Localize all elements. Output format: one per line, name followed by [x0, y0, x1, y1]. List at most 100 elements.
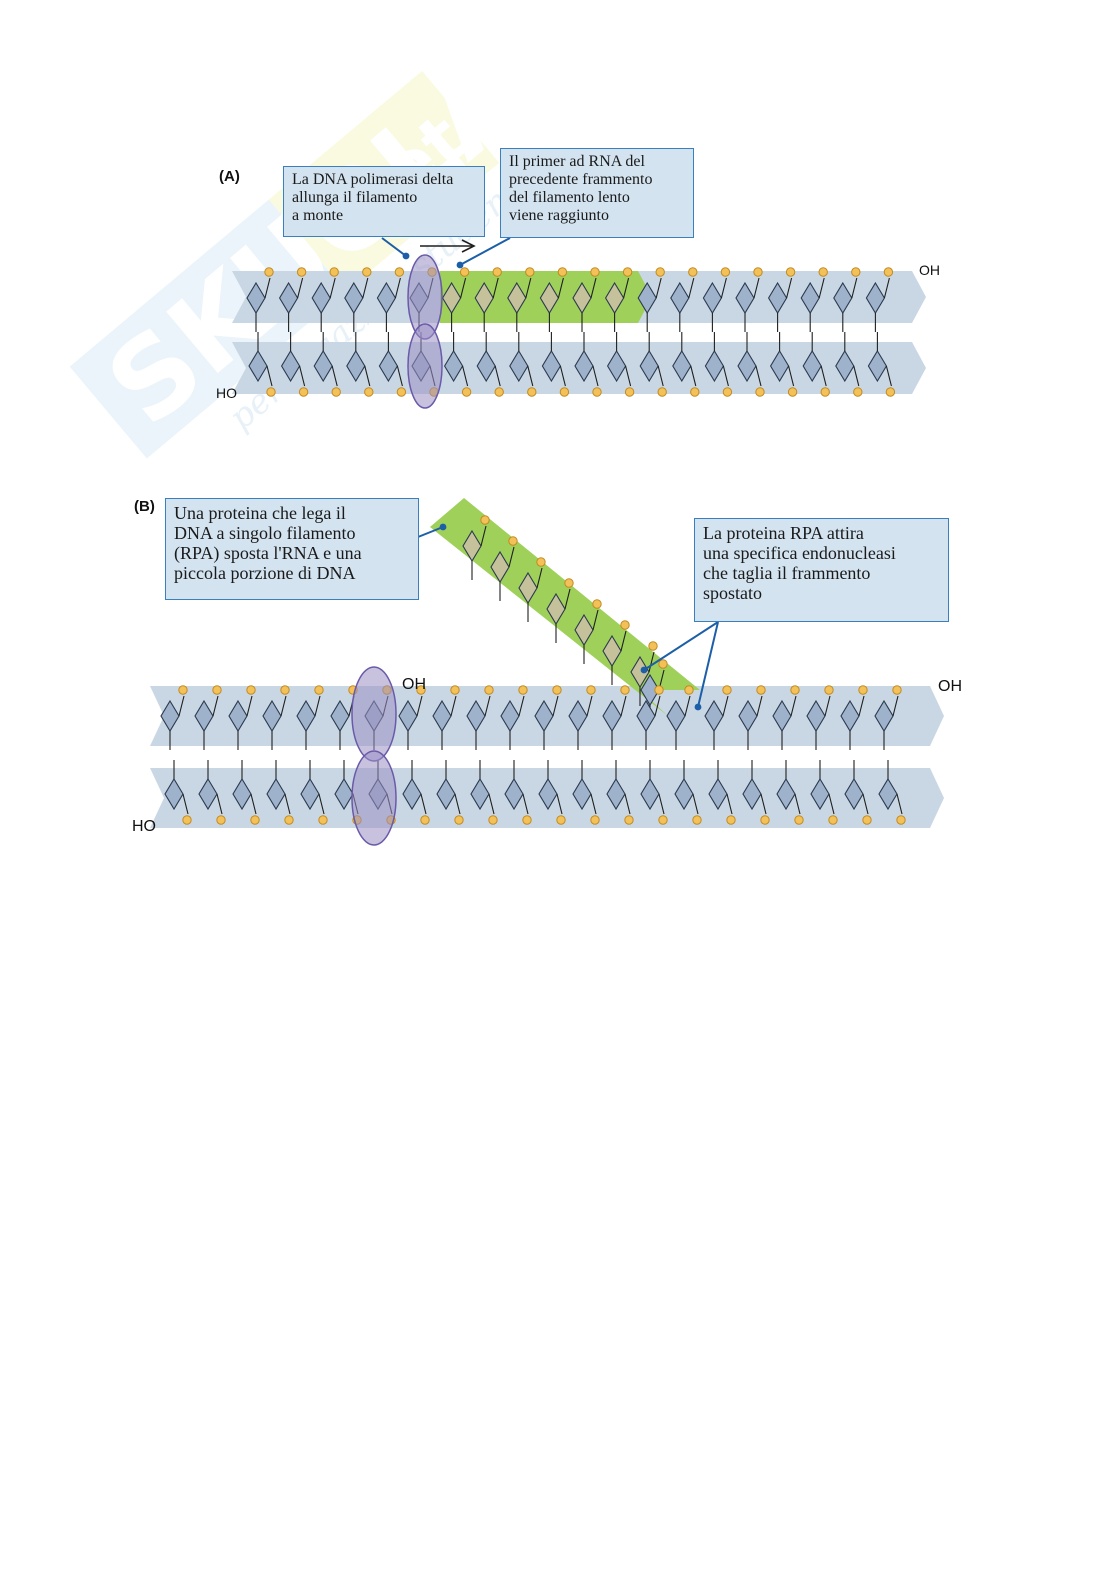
phosphate: [519, 686, 527, 694]
phosphate: [819, 268, 827, 276]
phosphate: [251, 816, 259, 824]
phosphate: [265, 268, 273, 276]
phosphate: [689, 268, 697, 276]
phosphate: [658, 388, 666, 396]
phosphate: [395, 268, 403, 276]
phosphate: [621, 686, 629, 694]
phosphate: [332, 388, 340, 396]
callout-line: allunga il filamento: [292, 189, 476, 207]
end-label-oh: OH: [402, 676, 426, 694]
phosphate: [397, 388, 405, 396]
phosphate: [526, 268, 534, 276]
callout-line: del filamento lento: [509, 189, 685, 207]
phosphate: [685, 686, 693, 694]
phosphate: [213, 686, 221, 694]
phosphate: [217, 816, 225, 824]
callout-line: precedente frammento: [509, 171, 685, 189]
phosphate: [621, 621, 629, 629]
phosphate: [897, 816, 905, 824]
leader-dot: [440, 524, 447, 531]
phosphate: [593, 388, 601, 396]
phosphate: [451, 686, 459, 694]
phosphate: [493, 268, 501, 276]
phosphate: [625, 816, 633, 824]
phosphate: [659, 816, 667, 824]
callout-line: spostato: [703, 583, 940, 603]
phosphate: [761, 816, 769, 824]
phosphate: [693, 816, 701, 824]
phosphate: [859, 686, 867, 694]
phosphate: [557, 816, 565, 824]
leader-dot: [641, 667, 648, 674]
rna-primer-regions: [430, 271, 730, 716]
callout-line: che taglia il frammento: [703, 563, 940, 583]
phosphate: [523, 816, 531, 824]
phosphate: [825, 686, 833, 694]
polymerase-subunit: [352, 667, 396, 761]
callout-endonuclease: La proteina RPA attira una specifica end…: [694, 518, 949, 622]
phosphate: [267, 388, 275, 396]
phosphate: [852, 268, 860, 276]
phosphate: [481, 516, 489, 524]
phosphate: [723, 686, 731, 694]
phosphate: [593, 600, 601, 608]
phosphate: [495, 388, 503, 396]
phosphate: [528, 388, 536, 396]
phosphate: [299, 388, 307, 396]
phosphate: [649, 642, 657, 650]
phosphate: [485, 686, 493, 694]
phosphate: [591, 268, 599, 276]
phosphate: [821, 388, 829, 396]
phosphate: [721, 268, 729, 276]
phosphate: [791, 686, 799, 694]
phosphate: [247, 686, 255, 694]
phosphate: [537, 558, 545, 566]
phosphate: [285, 816, 293, 824]
end-label-ho: HO: [216, 385, 237, 401]
phosphate: [365, 388, 373, 396]
phosphate: [489, 816, 497, 824]
phosphate: [297, 268, 305, 276]
phosphate: [893, 686, 901, 694]
end-label-oh: OH: [919, 262, 940, 278]
phosphate: [509, 537, 517, 545]
phosphate: [786, 268, 794, 276]
leader-dot: [457, 262, 464, 269]
callout-polymerase-delta: La DNA polimerasi delta allunga il filam…: [283, 166, 485, 237]
phosphate: [319, 816, 327, 824]
phosphate: [179, 686, 187, 694]
polymerase-subunit: [408, 324, 442, 408]
end-label-ho: HO: [132, 818, 156, 836]
callout-line: (RPA) sposta l'RNA e una: [174, 543, 410, 563]
phosphate: [723, 388, 731, 396]
panel-b-label: (B): [134, 498, 155, 515]
callout-rpa-displaces: Una proteina che lega il DNA a singolo f…: [165, 498, 419, 600]
phosphate: [455, 816, 463, 824]
phosphate: [788, 388, 796, 396]
callout-line: DNA a singolo filamento: [174, 523, 410, 543]
callout-line: La DNA polimerasi delta: [292, 171, 476, 189]
phosphate: [756, 388, 764, 396]
panel-a-label: (A): [219, 168, 240, 185]
phosphate: [757, 686, 765, 694]
callout-line: Il primer ad RNA del: [509, 153, 685, 171]
phosphate: [656, 268, 664, 276]
leader-dot: [695, 704, 702, 711]
phosphate: [659, 660, 667, 668]
phosphate: [363, 268, 371, 276]
phosphate: [829, 816, 837, 824]
phosphate: [591, 816, 599, 824]
callout-line: piccola porzione di DNA: [174, 563, 410, 583]
callout-line: a monte: [292, 207, 476, 225]
polymerase-subunit: [352, 751, 396, 845]
phosphate: [281, 686, 289, 694]
callout-line: viene raggiunto: [509, 207, 685, 225]
phosphate: [330, 268, 338, 276]
phosphate: [691, 388, 699, 396]
phosphate: [625, 388, 633, 396]
callout-rna-primer-reached: Il primer ad RNA del precedente framment…: [500, 148, 694, 238]
phosphate: [462, 388, 470, 396]
phosphate: [754, 268, 762, 276]
phosphate: [553, 686, 561, 694]
phosphate: [623, 268, 631, 276]
